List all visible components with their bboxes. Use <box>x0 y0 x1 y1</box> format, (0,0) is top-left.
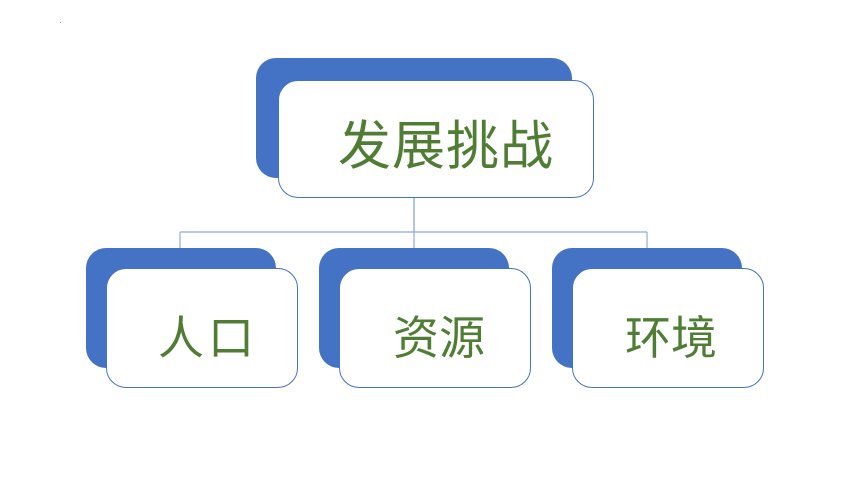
child-node-label: 人口 <box>158 311 258 365</box>
child-node-box <box>339 268 531 388</box>
root-node-box <box>278 80 594 198</box>
child-node-label: 环境 <box>625 311 717 365</box>
child-node-box <box>572 268 764 388</box>
child-node-box <box>106 268 298 388</box>
root-node-label: 发展挑战 <box>338 116 554 177</box>
decorative-dot <box>60 22 61 23</box>
child-node-label: 资源 <box>393 311 485 365</box>
